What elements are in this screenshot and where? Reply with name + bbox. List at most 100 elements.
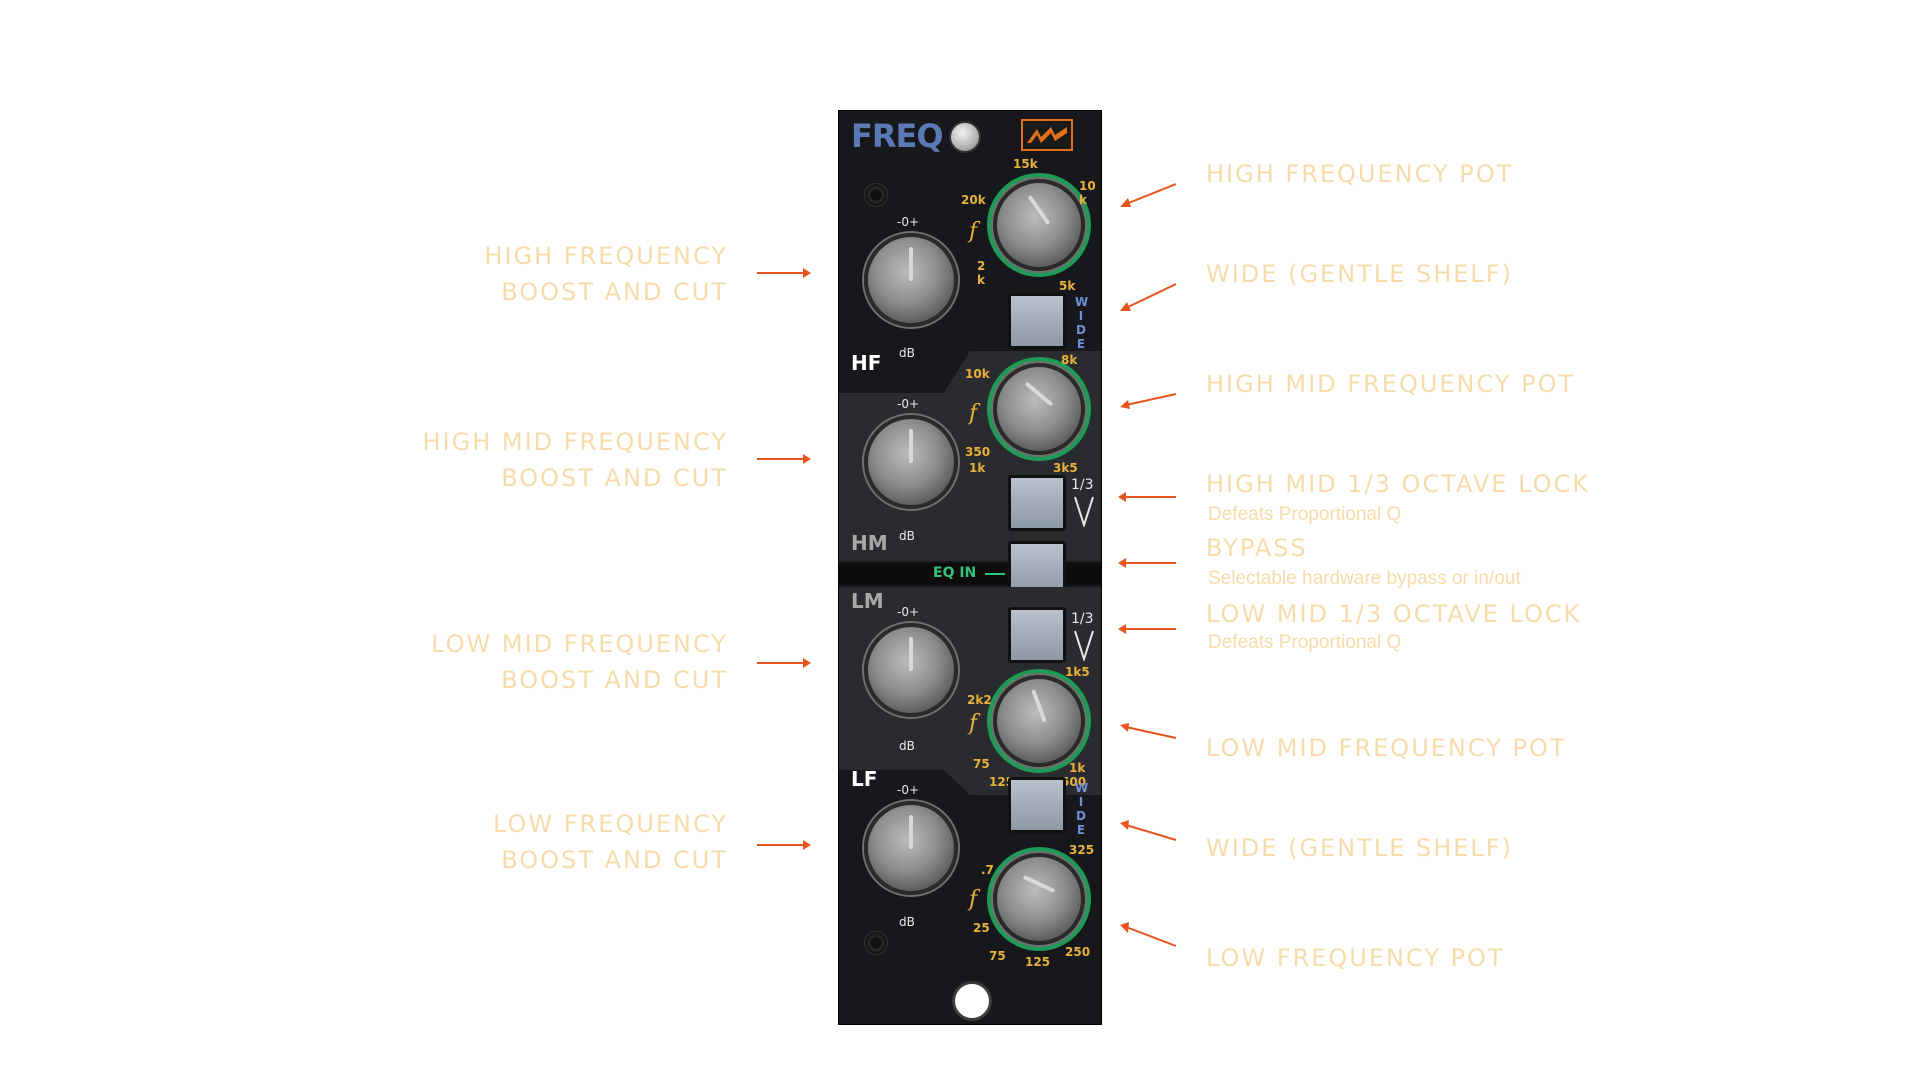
label-line: LOW MID FREQUENCY: [431, 630, 728, 658]
arrow-icon: [1120, 393, 1177, 409]
screw-icon: [864, 183, 888, 207]
lf-wide-button[interactable]: [1008, 777, 1066, 833]
knob-pointer: [1024, 381, 1054, 407]
brand-logo: [1021, 119, 1073, 151]
hf-wide-button[interactable]: [1008, 293, 1066, 349]
freq-scale-label: 10k: [965, 367, 990, 381]
lm-third-octave-button[interactable]: [1008, 607, 1066, 663]
lf-freq-ring: [987, 847, 1091, 951]
wide-letter: D: [1076, 809, 1086, 823]
arrow-icon: [1120, 723, 1177, 739]
knob-pointer: [909, 429, 913, 463]
arrow-icon: [1120, 183, 1177, 207]
freq-scale-label: 1k: [969, 461, 986, 475]
label-lf-boost-cut: LOW FREQUENCY BOOST AND CUT: [493, 806, 728, 878]
freq-scale-label: 325: [1069, 843, 1095, 857]
label-hf-boost-cut: HIGH FREQUENCY BOOST AND CUT: [484, 238, 728, 310]
lf-gain-knob[interactable]: [864, 801, 958, 895]
label-lm-pot: LOW MID FREQUENCY POT: [1206, 734, 1567, 762]
knob-pointer: [1027, 194, 1051, 226]
wide-letter: I: [1078, 309, 1084, 323]
label-hm-lock: HIGH MID 1/3 OCTAVE LOCK: [1206, 470, 1590, 498]
eq-module-panel: FREQ HF -0+ dB 15k 10 k 20k 2 k 5k f W I…: [838, 110, 1102, 1025]
hm-gain-knob[interactable]: [864, 415, 958, 509]
gain-top-label: -0+: [897, 605, 920, 619]
freq-scale-label: 500: [1061, 775, 1087, 789]
freq-scale-label: 2 k: [977, 259, 986, 287]
wide-letter: E: [1076, 337, 1086, 351]
hm-freq-ring: [987, 357, 1091, 461]
arrow-icon: [1118, 558, 1176, 568]
hf-freq-knob[interactable]: [993, 179, 1085, 271]
label-line: BOOST AND CUT: [501, 846, 728, 874]
freq-scale-label: 350: [965, 445, 991, 459]
lm-freq-knob[interactable]: [993, 675, 1085, 767]
label-lm-boost-cut: LOW MID FREQUENCY BOOST AND CUT: [431, 626, 728, 698]
arrow-icon: [757, 658, 811, 668]
freq-scale-label: 125: [989, 775, 1015, 789]
hf-gain-knob[interactable]: [864, 233, 958, 327]
freq-scale-label: 5k: [1059, 279, 1076, 293]
sublabel-bypass: Selectable hardware bypass or in/out: [1208, 568, 1521, 589]
freq-scale-label: 8k: [1061, 353, 1078, 367]
arrow-icon: [1118, 492, 1176, 502]
lm-gain-knob[interactable]: [864, 623, 958, 717]
label-line: HIGH MID FREQUENCY: [422, 428, 728, 456]
wide-letter: I: [1078, 795, 1084, 809]
freq-scale-label: 75: [989, 949, 1006, 963]
freq-scale-label: 250: [1065, 945, 1091, 959]
wide-label: W I D E: [1075, 781, 1089, 837]
hf-freq-ring: [987, 173, 1091, 277]
label-hf-wide: WIDE (GENTLE SHELF): [1206, 260, 1513, 288]
arrow-icon: [757, 268, 811, 278]
lm-freq-ring: [987, 669, 1091, 773]
lf-freq-knob[interactable]: [993, 853, 1085, 945]
sublabel-lm-lock: Defeats Proportional Q: [1208, 632, 1402, 653]
knob-pointer: [909, 815, 913, 849]
arrow-icon: [757, 454, 811, 464]
sublabel-hm-lock: Defeats Proportional Q: [1208, 504, 1402, 525]
freq-scale-label: 125: [1025, 955, 1051, 969]
knob-pointer: [909, 247, 913, 281]
screw-icon: [864, 931, 888, 955]
brand-title: FREQ: [851, 117, 944, 155]
led-indicator: [949, 121, 981, 153]
freq-scale-label: 25: [973, 921, 990, 935]
wide-letter: D: [1076, 323, 1086, 337]
freq-scale-label: .7: [981, 863, 994, 877]
label-line: HIGH FREQUENCY: [484, 242, 728, 270]
label-line: BOOST AND CUT: [501, 666, 728, 694]
wide-label: W I D E: [1075, 295, 1089, 351]
wide-letter: W: [1075, 781, 1089, 795]
third-octave-label: 1/3: [1071, 611, 1094, 627]
freq-scale-label: 75: [973, 757, 990, 771]
arrow-icon: [1118, 624, 1176, 634]
gain-top-label: -0+: [897, 783, 920, 797]
label-bypass: BYPASS: [1206, 534, 1308, 562]
bell-curve-icon: [1074, 496, 1094, 527]
db-label: dB: [899, 915, 915, 929]
arrow-icon: [1120, 922, 1177, 947]
label-line: LOW FREQUENCY: [493, 810, 728, 838]
db-label: dB: [899, 739, 915, 753]
mount-hole: [952, 981, 992, 1021]
label-lf-wide: WIDE (GENTLE SHELF): [1206, 834, 1513, 862]
knob-pointer: [909, 637, 913, 671]
f-symbol: f: [969, 711, 978, 736]
eq-in-line: [985, 573, 1005, 575]
hm-third-octave-button[interactable]: [1008, 475, 1066, 531]
bell-curve-icon: [1074, 630, 1094, 661]
freq-scale-label: 3k5: [1053, 461, 1078, 475]
freq-scale-label: 1k5: [1065, 665, 1090, 679]
wide-letter: E: [1076, 823, 1086, 837]
hm-freq-knob[interactable]: [993, 363, 1085, 455]
freq-scale-label: 20k: [961, 193, 986, 207]
db-label: dB: [899, 346, 915, 360]
band-label-hf: HF: [851, 351, 882, 375]
band-label-lf: LF: [851, 767, 878, 791]
freq-scale-label: 10 k: [1079, 179, 1096, 207]
label-hf-pot: HIGH FREQUENCY POT: [1206, 160, 1514, 188]
arrow-icon: [1120, 820, 1177, 841]
band-label-hm: HM: [851, 531, 888, 555]
wide-letter: W: [1075, 295, 1089, 309]
